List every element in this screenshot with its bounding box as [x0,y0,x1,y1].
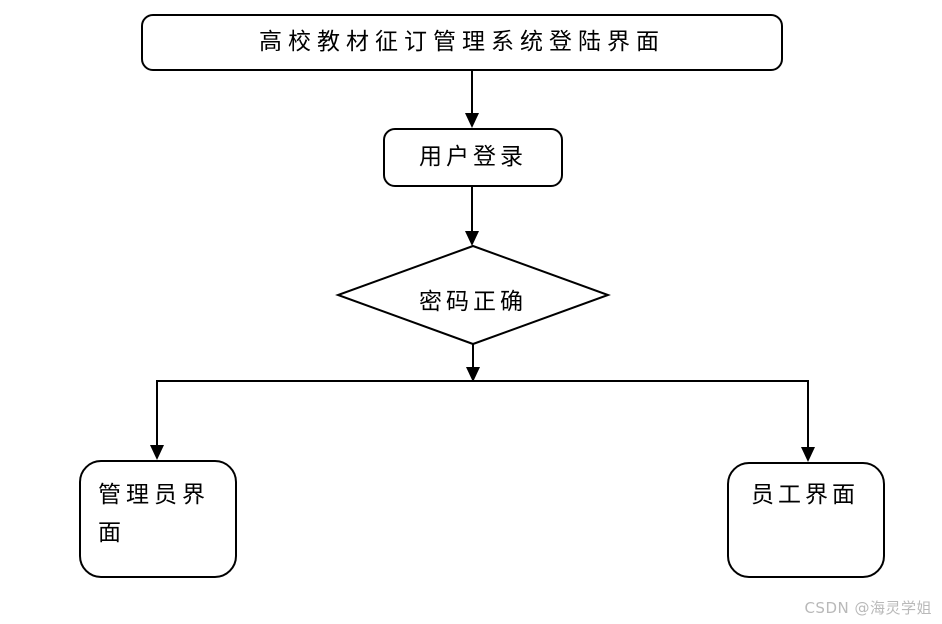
arrow-decision-to-split-head [466,367,480,382]
arrow-title-to-login-head [465,113,479,128]
node-user-login: 用户登录 [383,128,563,187]
node-password-correct-label: 密码正确 [419,289,527,315]
node-staff-interface: 员工界面 [727,462,885,578]
node-login-screen: 高校教材征订管理系统登陆界面 [141,14,783,71]
node-login-screen-label: 高校教材征订管理系统登陆界面 [259,28,665,55]
node-admin-interface: 管理员界面 [79,460,237,578]
node-user-login-label: 用户登录 [419,143,527,170]
arrow-login-to-decision-head [465,231,479,246]
arrow-split-to-admin-head [150,445,164,460]
arrow-split-to-staff-head [801,447,815,462]
csdn-watermark: CSDN @海灵学姐 [804,599,932,617]
node-admin-interface-label: 管理员界面 [98,482,210,546]
node-staff-interface-label: 员工界面 [751,482,859,508]
